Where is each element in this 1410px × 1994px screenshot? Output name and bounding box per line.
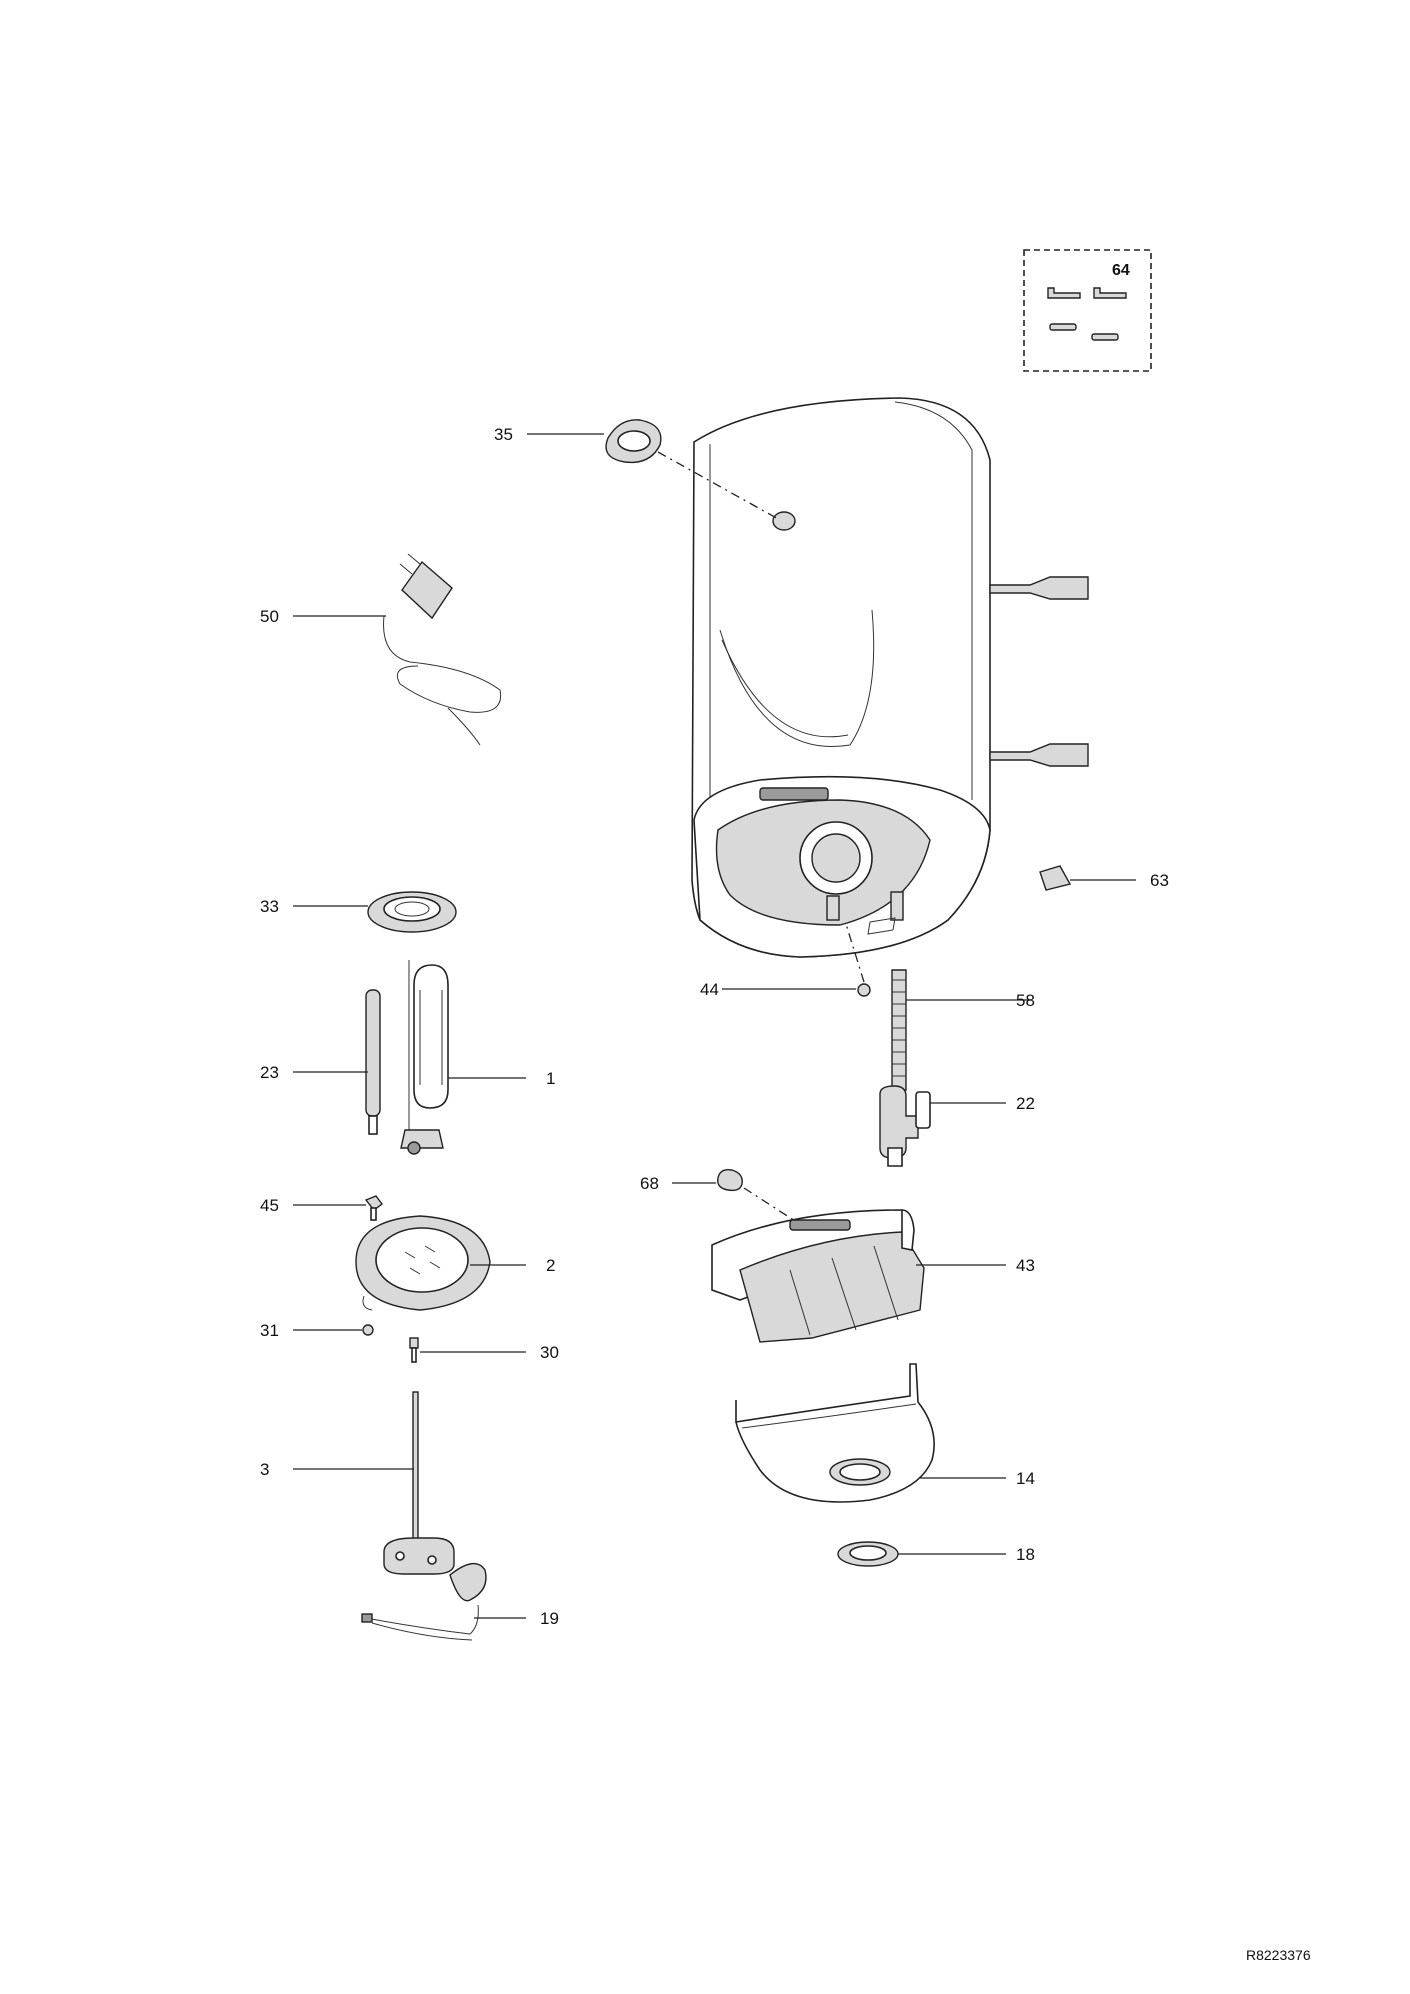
part-label-63: 63 [1150,871,1169,890]
wall-bracket-bottom [989,743,1089,767]
part-label-1: 1 [546,1069,555,1088]
part-31-nut: 31 [260,1321,374,1340]
part-63-clip: 63 [1039,865,1169,891]
part-label-18: 18 [1016,1545,1035,1564]
part-label-23: 23 [260,1063,279,1082]
part-33-gasket: 33 [260,891,457,933]
part-18-ring: 18 [837,1541,1035,1567]
part-label-35: 35 [494,425,513,444]
part-22-valve: 22 [879,1085,1035,1167]
part-label-31: 31 [260,1321,279,1340]
part-3-thermostat: 3 [260,1391,487,1602]
part-43-control-panel: 43 [711,1209,1035,1343]
part-label-45: 45 [260,1196,279,1215]
part-19-wire: 19 [361,1604,559,1641]
part-label-68: 68 [640,1174,659,1193]
part-label-14: 14 [1016,1469,1035,1488]
wall-hook-icon [1047,287,1127,299]
part-label-58: 58 [1016,991,1035,1010]
part-label-3: 3 [260,1460,269,1479]
mounting-kit-64: 64 [1023,249,1152,372]
water-heater-tank [691,397,1089,958]
part-label-44: 44 [700,980,719,999]
part-label-30: 30 [540,1343,559,1362]
part-label-50: 50 [260,607,279,626]
part-label-64: 64 [1112,262,1130,279]
wall-bracket-top [989,576,1089,600]
part-30-bolt: 30 [409,1337,559,1363]
part-58-hose: 58 [891,969,1035,1091]
wall-plug-icon [1049,323,1119,341]
part-label-19: 19 [540,1609,559,1628]
part-14-bottom-cover: 14 [735,1363,1035,1503]
part-1-heating-element: 1 [400,960,555,1155]
document-code: R8223376 [1246,1947,1311,1963]
part-44-cap: 44 [700,923,871,999]
part-2-flange: 2 [355,1215,555,1311]
part-label-33: 33 [260,897,279,916]
part-68-knob: 68 [640,1168,807,1229]
part-50-power-cord: 50 [260,553,502,746]
part-35-cap: 35 [494,419,781,521]
part-label-43: 43 [1016,1256,1035,1275]
part-label-22: 22 [1016,1094,1035,1113]
part-23-anode: 23 [260,989,381,1135]
part-label-2: 2 [546,1256,555,1275]
part-45-screw: 45 [260,1195,383,1221]
